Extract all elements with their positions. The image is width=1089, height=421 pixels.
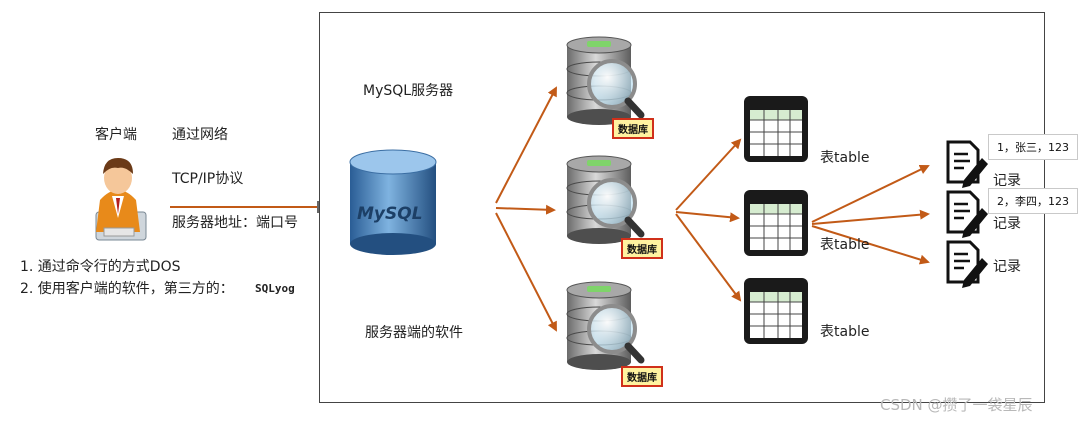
database-server-icon <box>566 155 645 244</box>
mysql-server-boundary <box>319 12 1045 403</box>
database-server-icon <box>566 36 645 125</box>
record-document-icon <box>946 140 988 188</box>
method-client-software: 2. 使用客户端的软件，第三方的： <box>20 281 234 297</box>
record-label: 记录 <box>993 216 1021 232</box>
table-to-record-arrows <box>811 164 930 265</box>
watermark: CSDN @攒了一袋星辰 <box>880 396 1033 414</box>
table-icon <box>744 96 808 162</box>
table-label: 表table <box>820 150 870 166</box>
record-value-box: 2，李四，123 <box>988 188 1078 214</box>
table-icon <box>744 278 808 344</box>
table-label: 表table <box>820 324 870 340</box>
record-label: 记录 <box>993 173 1021 189</box>
method-dos: 1. 通过命令行的方式DOS <box>20 259 181 275</box>
record-value-box: 1，张三，123 <box>988 134 1078 160</box>
protocol-label: TCP/IP协议 <box>172 171 244 187</box>
mysql-logo-text: MySQL <box>357 204 423 224</box>
network-label: 通过网络 <box>172 127 228 143</box>
database-tag: 数据库 <box>621 366 663 387</box>
db-to-table-arrows <box>675 138 742 302</box>
server-to-db-arrows <box>495 86 557 332</box>
record-label: 记录 <box>993 259 1021 275</box>
tool-name: SQLyog <box>255 282 295 295</box>
client-person-icon <box>95 158 147 241</box>
record-document-icon <box>946 240 988 288</box>
database-tag: 数据库 <box>621 238 663 259</box>
mysql-database-icon <box>349 149 437 255</box>
table-label: 表table <box>820 237 870 253</box>
server-address-label: 服务器地址：端口号 <box>172 215 298 231</box>
client-label: 客户端 <box>95 127 137 143</box>
table-icon <box>744 190 808 256</box>
server-software-label: 服务器端的软件 <box>365 325 463 341</box>
server-title: MySQL服务器 <box>363 83 454 99</box>
record-document-icon <box>946 190 988 238</box>
database-server-icon <box>566 281 645 370</box>
database-tag: 数据库 <box>612 118 654 139</box>
